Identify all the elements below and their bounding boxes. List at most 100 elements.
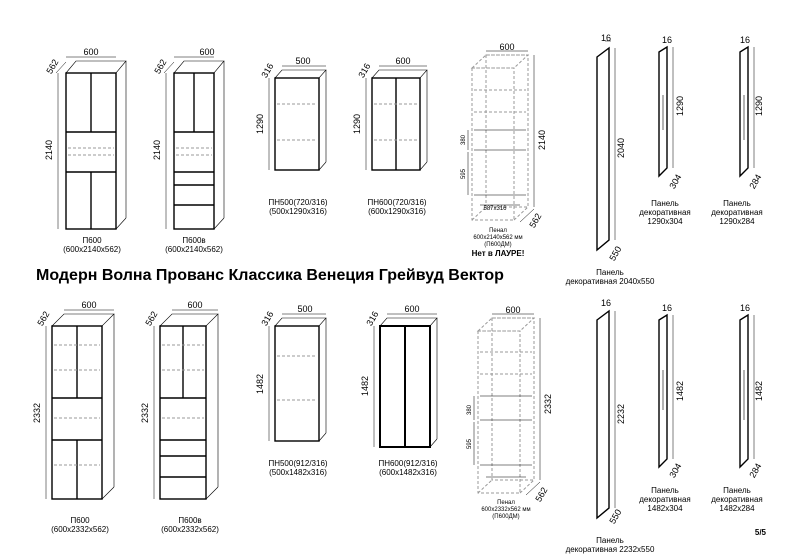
panel-1482x304 (658, 313, 674, 469)
warning-note: Нет в ЛАУРЕ! (471, 249, 525, 258)
dim-inner: 587x316 (483, 206, 507, 212)
page-number: 5/5 (754, 528, 766, 537)
item-size: (600х2140х562) (165, 245, 223, 254)
item-size: (600х2332х562) (51, 525, 109, 534)
dim-depth: 562 (527, 211, 543, 229)
cabinet-pn500-top (268, 65, 327, 171)
panel-2232 (596, 309, 616, 520)
dim-thickness: 16 (740, 303, 750, 313)
item-size: (500х1290х316) (269, 207, 327, 216)
dim-height: 1482 (360, 376, 370, 396)
item-name: П600 (82, 236, 102, 245)
dim-depth: 316 (259, 61, 275, 79)
cabinet-p600-bottom (45, 309, 115, 500)
cabinet-p600-top (55, 56, 127, 230)
dim-width: 500 (297, 304, 312, 314)
page-heading: Модерн Волна Прованс Классика Венеция Гр… (36, 267, 504, 284)
dim-depth: 562 (35, 309, 51, 327)
item-size: (600х1290х316) (368, 207, 426, 216)
item-size: 600х2140х562 мм (473, 235, 523, 241)
dim-depth: 562 (143, 309, 159, 327)
dim-height: 2332 (32, 403, 42, 423)
item-name: Панель (596, 268, 624, 277)
dim-oven-niche: 380 (461, 134, 467, 145)
item-code: (П600ДМ) (484, 242, 512, 248)
dim-width: 600 (199, 47, 214, 57)
dim-depth: 316 (364, 309, 380, 327)
panel-1482x284 (739, 313, 755, 469)
cabinet-penal-bottom (473, 313, 541, 496)
dim-width: 600 (404, 304, 419, 314)
dim-width: 600 (499, 42, 514, 52)
dim-height: 1290 (675, 96, 685, 116)
label-penal-bottom: Пенал 600х2332х562 мм (П600ДМ) (466, 500, 546, 521)
item-size: 1290х304 (647, 217, 683, 226)
label-panel-1290x284: Панель декоративная 1290х284 (697, 199, 777, 226)
label-p600v-bottom: П600в (600х2332х562) (150, 516, 230, 534)
dim-width: 600 (81, 300, 96, 310)
dim-lower-niche: 595 (467, 438, 473, 449)
dim-oven-niche: 380 (467, 404, 473, 415)
label-pn500-top: ПН500(720/316) (500х1290х316) (258, 198, 338, 216)
dim-thickness: 16 (601, 298, 611, 308)
dim-height: 2332 (543, 394, 553, 414)
dim-height: 2232 (616, 404, 626, 424)
item-size: (600х2140х562) (63, 245, 121, 254)
item-name: Панель (723, 199, 751, 208)
item-name: ПН500(912/316) (268, 459, 328, 468)
panel-1290x304 (658, 45, 674, 178)
item-size: 1482х284 (719, 504, 755, 513)
dim-height: 2040 (616, 138, 626, 158)
item-name: П600 (70, 516, 90, 525)
item-size: (600х2332х562) (161, 525, 219, 534)
item-type: декоративная (639, 208, 691, 217)
dim-depth: 304 (667, 461, 683, 479)
cabinet-pn600-top (365, 65, 428, 171)
dim-height: 2140 (44, 140, 54, 160)
dim-width: 600 (187, 300, 202, 310)
dim-height: 1482 (675, 381, 685, 401)
label-panel-1482x304: Панель декоративная 1482х304 (625, 486, 705, 513)
label-penal-top: Пенал 600х2140х562 мм (П600ДМ) Нет в ЛАУ… (458, 228, 538, 259)
cabinet-pn600-bottom (373, 313, 438, 448)
item-name: ПН600(912/316) (378, 459, 438, 468)
item-name: Пенал (489, 228, 507, 234)
dim-height: 1290 (352, 114, 362, 134)
dim-width: 600 (395, 56, 410, 66)
dim-thickness: 16 (601, 33, 611, 43)
dim-depth: 316 (259, 309, 275, 327)
dim-height: 1482 (754, 381, 764, 401)
dim-height: 1290 (255, 114, 265, 134)
dim-depth: 304 (667, 172, 683, 190)
dim-depth: 316 (356, 61, 372, 79)
label-p600v-top: П600в (600х2140х562) (154, 236, 234, 254)
item-type: декоративная (711, 208, 763, 217)
panel-2040 (596, 40, 616, 252)
cabinet-p600v-bottom (153, 309, 219, 500)
dim-lower-niche: 595 (461, 168, 467, 179)
dim-depth: 550 (607, 244, 623, 262)
dim-width: 600 (83, 47, 98, 57)
label-pn600-top: ПН600(720/316) (600х1290х316) (357, 198, 437, 216)
dim-width: 600 (505, 305, 520, 315)
item-size: 600х2332х562 мм (481, 507, 531, 513)
dim-height: 2332 (140, 403, 150, 423)
item-size: декоративная 2232х550 (565, 545, 655, 554)
item-name: Пенал (497, 500, 515, 506)
dim-depth: 562 (152, 57, 168, 75)
label-pn600-bottom: ПН600(912/316) (600х1482х316) (368, 459, 448, 477)
label-pn500-bottom: ПН500(912/316) (500х1482х316) (258, 459, 338, 477)
dim-height: 2140 (537, 130, 547, 150)
cabinet-penal-top (467, 50, 535, 223)
dim-height: 2140 (152, 140, 162, 160)
cabinet-p600v-top (163, 56, 225, 230)
item-name: Панель (723, 486, 751, 495)
dim-height: 1290 (754, 96, 764, 116)
dim-thickness: 16 (662, 35, 672, 45)
panel-1290x284 (739, 45, 755, 178)
dim-depth: 284 (747, 461, 763, 479)
item-name: Панель (651, 199, 679, 208)
label-panel-2040: Панель декоративная 2040х550 (545, 268, 675, 286)
